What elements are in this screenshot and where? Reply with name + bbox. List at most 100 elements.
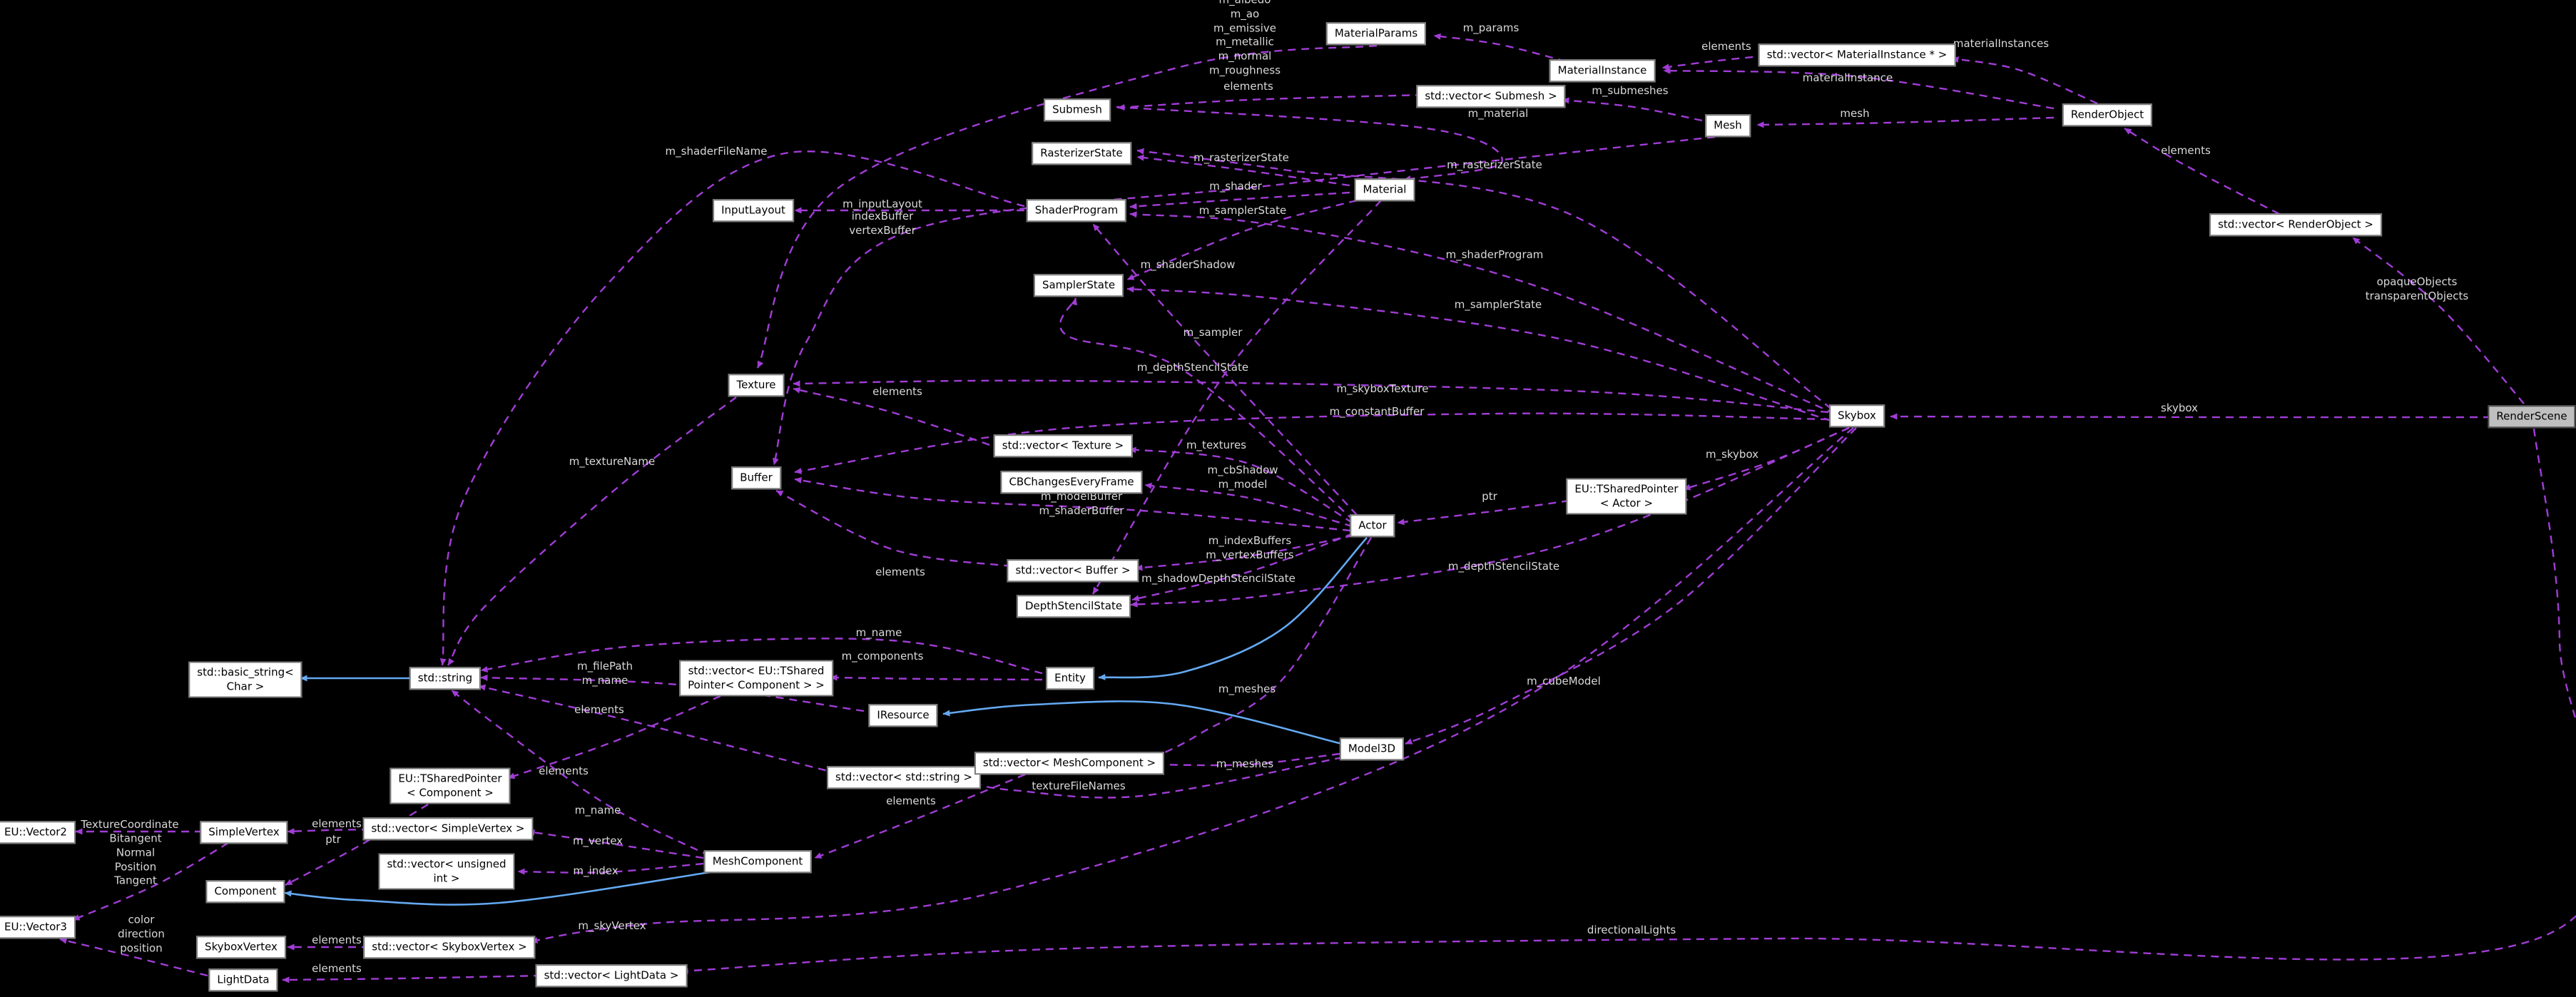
class-node-vecUnsignedInt[interactable]: std::vector< unsigned int > bbox=[378, 853, 515, 890]
edge-Skybox-to-ShaderProgram bbox=[1129, 211, 1836, 415]
edge-Actor-to-vecMeshComponent bbox=[1154, 537, 1373, 759]
edge-Skybox-to-Buffer bbox=[794, 412, 1829, 474]
edge-MaterialParams-to-Texture bbox=[756, 44, 1378, 369]
class-node-SimpleVertex[interactable]: SimpleVertex bbox=[200, 821, 288, 844]
edge-Material-to-ShaderProgram bbox=[1129, 191, 1350, 210]
class-node-MaterialInstance[interactable]: MaterialInstance bbox=[1549, 59, 1656, 82]
class-node-vecMeshComponent[interactable]: std::vector< MeshComponent > bbox=[974, 752, 1165, 774]
edge-vecBuffer-to-Buffer bbox=[775, 489, 1012, 568]
edge-vecSimpleVertex-to-SimpleVertex bbox=[287, 828, 370, 835]
class-node-vecSimpleVertex[interactable]: std::vector< SimpleVertex > bbox=[362, 817, 534, 840]
edge-Skybox-to-Model3D bbox=[1405, 427, 1857, 745]
edge-SimpleVertex-to-EUVector3 bbox=[72, 842, 229, 921]
edge-Model3D-to-vecMeshComponent bbox=[1154, 752, 1340, 768]
edge-RenderScene-to-vecLightData bbox=[681, 428, 2576, 974]
class-node-LightData[interactable]: LightData bbox=[208, 968, 278, 991]
edge-IResource-to-stdString bbox=[480, 674, 865, 712]
class-node-InputLayout[interactable]: InputLayout bbox=[713, 199, 794, 222]
edge-Actor-to-ShaderProgram bbox=[1092, 223, 1358, 516]
edge-Skybox-to-SamplerState bbox=[1126, 286, 1832, 422]
edge-Entity-to-stdString bbox=[480, 638, 1043, 675]
class-node-TSharedPtrComponent[interactable]: EU::TSharedPointer < Component > bbox=[390, 767, 511, 804]
class-node-EUVector3[interactable]: EU::Vector3 bbox=[0, 916, 76, 939]
class-node-Component[interactable]: Component bbox=[205, 880, 285, 903]
edge-Actor-to-vecTexture bbox=[1129, 446, 1353, 524]
edge-Skybox-to-TSharedPtrActor bbox=[1683, 426, 1850, 491]
edge-MeshComponent-to-stdString bbox=[451, 690, 711, 857]
edge-Submesh-to-Material bbox=[1116, 106, 1503, 182]
edge-Skybox-to-vecSkyboxVertex bbox=[530, 427, 1854, 944]
class-node-RenderObject[interactable]: RenderObject bbox=[2062, 103, 2153, 126]
class-node-RenderScene: RenderScene bbox=[2488, 405, 2576, 428]
edge-Actor-to-SamplerState bbox=[1059, 297, 1355, 521]
edge-Actor-to-Entity bbox=[1098, 537, 1368, 680]
edge-TSharedPtrActor-to-Actor bbox=[1397, 499, 1570, 526]
edge-Entity-to-vecSharedComponent bbox=[830, 674, 1043, 681]
class-node-Mesh[interactable]: Mesh bbox=[1705, 114, 1751, 137]
class-node-basicString[interactable]: std::basic_string< Char > bbox=[188, 661, 302, 698]
edge-Material-to-RasterizerState bbox=[1136, 154, 1350, 187]
edge-RenderObject-to-MaterialInstance bbox=[1663, 67, 2055, 110]
edge-Skybox-to-DepthStencilState bbox=[1130, 426, 1850, 608]
class-node-Entity[interactable]: Entity bbox=[1046, 667, 1094, 690]
edge-TSharedPtrComponent-to-Component bbox=[285, 803, 429, 886]
class-node-IResource[interactable]: IResource bbox=[868, 704, 938, 727]
class-node-RasterizerState[interactable]: RasterizerState bbox=[1032, 142, 1131, 165]
edge-vecString-to-stdString bbox=[478, 684, 840, 775]
edge-ShaderProgram-to-stdString bbox=[439, 150, 1025, 666]
edge-MeshComponent-to-vecUnsignedInt bbox=[517, 862, 704, 875]
edge-vecMaterialInstancePtr-to-MaterialInstance bbox=[1661, 54, 1767, 71]
edge-RenderScene-to-Skybox bbox=[1890, 413, 2492, 420]
class-node-SamplerState[interactable]: SamplerState bbox=[1033, 274, 1124, 297]
edge-RenderObject-to-Mesh bbox=[1756, 116, 2055, 128]
edge-Mesh-to-Buffer bbox=[773, 136, 1716, 466]
edge-Material-to-SamplerState bbox=[1126, 199, 1358, 281]
class-node-vecLightData[interactable]: std::vector< LightData > bbox=[535, 964, 688, 987]
class-node-Model3D[interactable]: Model3D bbox=[1339, 737, 1405, 760]
edge-Actor-to-vecBuffer bbox=[1135, 534, 1354, 571]
edge-MaterialInstance-to-MaterialParams bbox=[1433, 33, 1567, 63]
class-node-vecSubmesh[interactable]: std::vector< Submesh > bbox=[1416, 85, 1566, 108]
class-node-MaterialParams[interactable]: MaterialParams bbox=[1325, 22, 1427, 45]
edge-Actor-to-DepthStencilState bbox=[1131, 532, 1354, 602]
edge-RenderObject-to-vecMaterialInstancePtr bbox=[1951, 56, 2098, 105]
class-node-ShaderProgram[interactable]: ShaderProgram bbox=[1026, 199, 1127, 222]
edge-Material-to-DepthStencilState bbox=[1091, 200, 1382, 595]
edge-Model3D-to-vecString bbox=[971, 756, 1343, 799]
class-node-vecSkyboxVertex[interactable]: std::vector< SkyboxVertex > bbox=[363, 936, 536, 958]
class-node-TSharedPtrActor[interactable]: EU::TSharedPointer < Actor > bbox=[1566, 478, 1687, 515]
edge-vecSubmesh-to-Submesh bbox=[1117, 93, 1424, 111]
class-node-Skybox[interactable]: Skybox bbox=[1829, 404, 1885, 427]
edge-RenderScene-to-vecRenderObject bbox=[2352, 237, 2525, 404]
class-node-Actor[interactable]: Actor bbox=[1350, 514, 1395, 537]
class-node-vecTexture[interactable]: std::vector< Texture > bbox=[993, 434, 1133, 457]
class-node-vecRenderObject[interactable]: std::vector< RenderObject > bbox=[2209, 213, 2382, 236]
edge-Actor-to-Buffer bbox=[794, 476, 1351, 532]
class-node-Material[interactable]: Material bbox=[1354, 178, 1415, 201]
class-node-Buffer[interactable]: Buffer bbox=[731, 466, 781, 489]
class-node-stdString[interactable]: std::string bbox=[409, 667, 482, 690]
edge-Texture-to-stdString bbox=[447, 397, 737, 666]
class-node-vecMaterialInstancePtr[interactable]: std::vector< MaterialInstance * > bbox=[1758, 44, 1956, 66]
edge-Skybox-to-Texture bbox=[793, 379, 1829, 414]
edge-MeshComponent-to-vecSimpleVertex bbox=[527, 829, 704, 859]
class-node-Submesh[interactable]: Submesh bbox=[1044, 98, 1111, 121]
class-node-EUVector2[interactable]: EU::Vector2 bbox=[0, 821, 76, 844]
class-node-Texture[interactable]: Texture bbox=[728, 374, 785, 397]
edge-vecSharedComponent-to-TSharedPtrComponent bbox=[507, 695, 721, 779]
edge-vecRenderObject-to-RenderObject bbox=[2124, 127, 2280, 215]
edge-Model3D-to-IResource bbox=[942, 700, 1343, 745]
class-node-SkyboxVertex[interactable]: SkyboxVertex bbox=[196, 936, 286, 958]
edge-Skybox-to-RasterizerState bbox=[1136, 148, 1832, 409]
class-node-vecSharedComponent[interactable]: std::vector< EU::TShared Pointer< Compon… bbox=[679, 660, 833, 697]
class-node-MeshComponent[interactable]: MeshComponent bbox=[703, 850, 812, 873]
class-node-CBChangesEveryFrame[interactable]: CBChangesEveryFrame bbox=[1000, 471, 1143, 494]
class-node-DepthStencilState[interactable]: DepthStencilState bbox=[1016, 595, 1131, 618]
class-node-vecString[interactable]: std::vector< std::string > bbox=[827, 766, 981, 789]
edge-vecTexture-to-Texture bbox=[793, 387, 1003, 451]
class-node-vecBuffer[interactable]: std::vector< Buffer > bbox=[1007, 559, 1139, 582]
edge-Mesh-to-vecSubmesh bbox=[1562, 97, 1703, 122]
edge-MeshComponent-to-Component bbox=[284, 870, 716, 906]
